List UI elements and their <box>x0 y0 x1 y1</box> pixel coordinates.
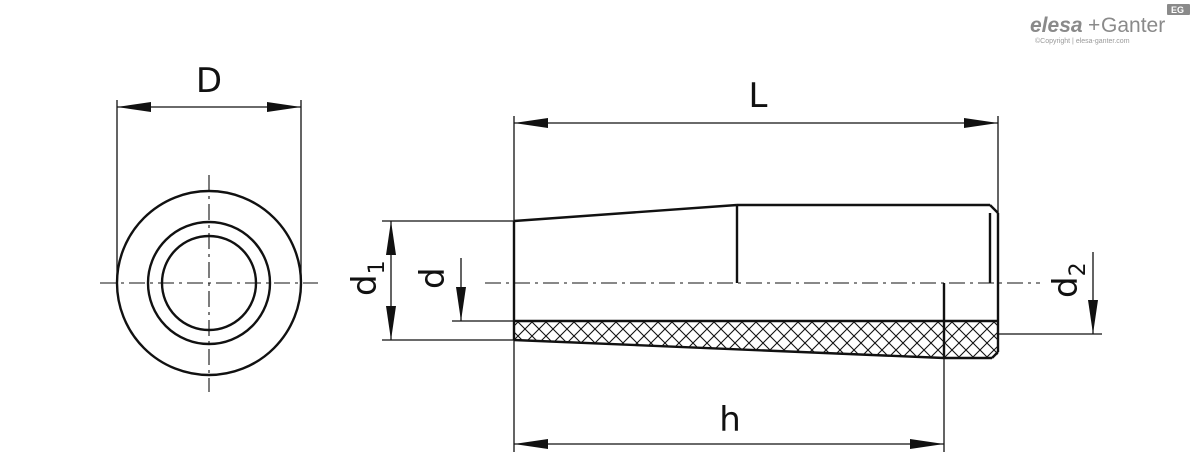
taper-top-edge <box>513 203 738 223</box>
dim-d-arrow <box>456 287 466 321</box>
dim-h-label: h <box>719 400 741 440</box>
dim-L-label: L <box>749 76 768 116</box>
taper-bottom-edge <box>513 338 945 360</box>
dim-d2-arrow <box>1088 300 1098 334</box>
logo-brand-plus: + <box>1088 14 1100 37</box>
logo-copyright: ©Copyright | elesa-ganter.com <box>1035 37 1130 45</box>
dim-D-arrow-right <box>267 102 301 112</box>
elesa-ganter-logo: elesa + Ganter EG ©Copyright | elesa-gan… <box>1030 4 1190 45</box>
dim-L-arrow-right <box>964 118 998 128</box>
side-view: L h d1 d d2 <box>345 76 1102 452</box>
logo-brand-elesa: elesa <box>1030 14 1083 37</box>
dim-d1-arrow-top <box>386 221 396 255</box>
dim-d1-label-subscript: 1 <box>365 260 390 274</box>
chamfer-top <box>989 204 999 214</box>
dim-d1-arrow-bottom <box>386 306 396 340</box>
dim-D-label: D <box>196 61 222 101</box>
dim-d1-label-main: d <box>345 274 385 296</box>
dim-d2-label: d2 <box>1046 262 1091 298</box>
logo-badge-icon <box>1167 4 1190 15</box>
dim-d-label: d <box>413 267 453 289</box>
dim-d2-label-main: d <box>1046 276 1086 298</box>
chamfer-bottom <box>991 351 999 359</box>
logo-badge-text: EG <box>1171 5 1184 15</box>
dim-h-arrow-left <box>514 439 548 449</box>
end-view: D <box>100 61 318 392</box>
dim-D-arrow-left <box>117 102 151 112</box>
dim-L-arrow-left <box>514 118 548 128</box>
knurled-section <box>514 321 998 358</box>
logo-brand-ganter: Ganter <box>1101 14 1165 37</box>
dim-h-arrow-right <box>910 439 944 449</box>
dim-d1-label: d1 <box>345 260 390 296</box>
dim-d2-label-subscript: 2 <box>1066 262 1091 276</box>
